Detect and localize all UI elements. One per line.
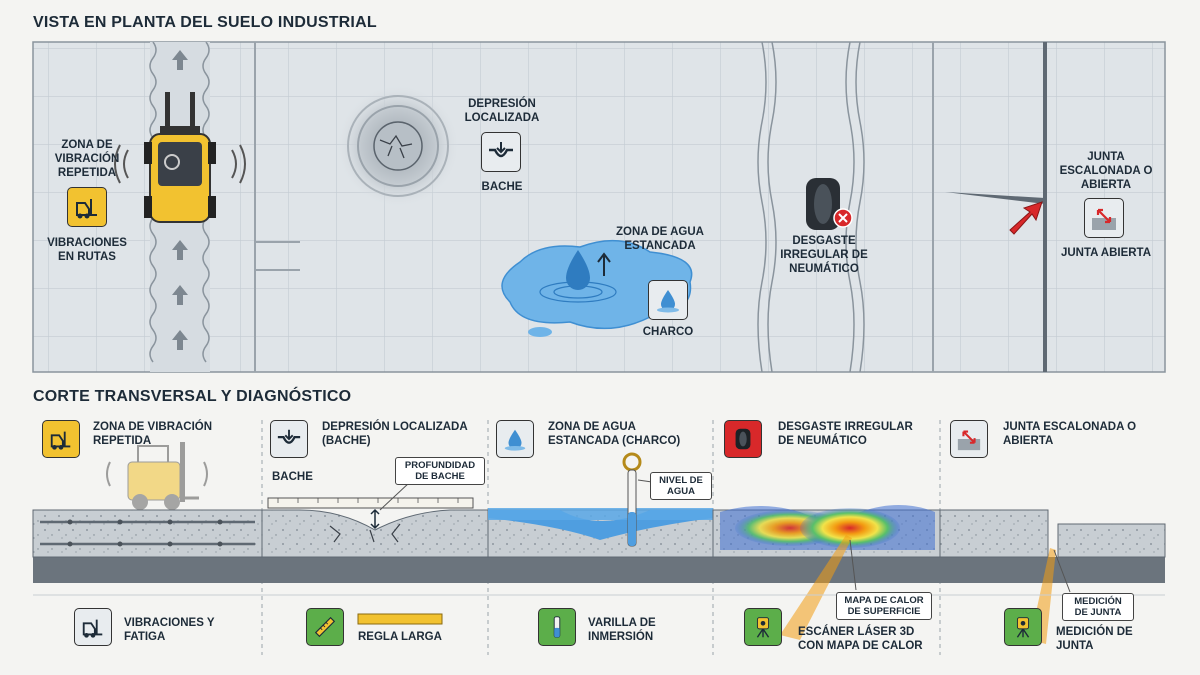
ruler-icon	[306, 608, 344, 646]
forklift-head-icon	[42, 420, 80, 458]
tire-head-icon	[724, 420, 762, 458]
cross-section	[32, 420, 1166, 655]
dipstick-icon	[622, 452, 642, 547]
joint-icon	[1084, 198, 1124, 238]
vibration-fatigue-icon	[74, 608, 112, 646]
col5-head: JUNTA ESCALONADA O ABIERTA	[1003, 421, 1137, 447]
vibration-routes-label: VIBRACIONES EN RUTAS	[47, 237, 127, 263]
pothole-label: BACHE	[481, 181, 523, 193]
plan-floor	[32, 41, 1166, 373]
pothole-icon	[481, 132, 521, 172]
joint-head-icon	[950, 420, 988, 458]
tool-label-ruler: REGLA LARGA	[358, 631, 442, 643]
forklift-top-icon	[114, 92, 246, 223]
col1-head: ZONA DE VIBRACIÓN REPETIDA	[93, 421, 213, 447]
puddle-label: CHARCO	[642, 326, 694, 338]
plan-title: VISTA EN PLANTA DEL SUELO INDUSTRIAL	[33, 14, 377, 31]
joint-measure-icon	[1004, 608, 1042, 646]
tire-wear-label: DESGASTE IRREGULAR DE NEUMÁTICO	[780, 235, 868, 275]
vibration-zone-label: ZONA DE VIBRACIÓN REPETIDA	[54, 139, 120, 179]
joint-arrow-icon	[1009, 201, 1043, 235]
water-zone-label: ZONA DE AGUA ESTANCADA	[616, 226, 704, 252]
depression-label: DEPRESIÓN LOCALIZADA	[464, 98, 540, 124]
laser-scanner-icon	[744, 608, 782, 646]
col4-head: DESGASTE IRREGULAR DE NEUMÁTICO	[778, 421, 913, 447]
tool-label-vibration: VIBRACIONES Y FATIGA	[124, 617, 215, 643]
puddle-icon	[648, 280, 688, 320]
puddle-head-icon	[496, 420, 534, 458]
tire-icon	[806, 178, 853, 230]
forklift-side-icon	[106, 442, 208, 510]
section-title: CORTE TRANSVERSAL Y DIAGNÓSTICO	[33, 388, 352, 405]
joint-measure-callout: MEDICIÓN DE JUNTA	[1062, 593, 1134, 621]
dipstick-tool-icon	[538, 608, 576, 646]
tool-label-scanner: ESCÁNER LÁSER 3D CON MAPA DE CALOR	[798, 626, 923, 652]
forklift-icon	[67, 187, 107, 227]
pothole-head-icon	[270, 420, 308, 458]
pothole-depth-callout: PROFUNDIDAD DE BACHE	[395, 457, 485, 485]
joint-open-label: JUNTA ABIERTA	[1060, 247, 1152, 259]
tool-label-joint: MEDICIÓN DE JUNTA	[1056, 626, 1133, 652]
col2-head: DEPRESIÓN LOCALIZADA (BACHE)	[322, 421, 468, 447]
col3-head: ZONA DE AGUA ESTANCADA (CHARCO)	[548, 421, 681, 447]
tire-tracks	[757, 41, 865, 373]
col2-small-label: BACHE	[272, 471, 313, 483]
depression-mark	[336, 84, 460, 208]
tool-label-dipstick: VARILLA DE INMERSIÓN	[588, 617, 656, 643]
joint-label: JUNTA ESCALONADA O ABIERTA	[1059, 151, 1153, 191]
water-level-callout: NIVEL DE AGUA	[650, 472, 712, 500]
heatmap-callout: MAPA DE CALOR DE SUPERFICIE	[836, 592, 932, 620]
